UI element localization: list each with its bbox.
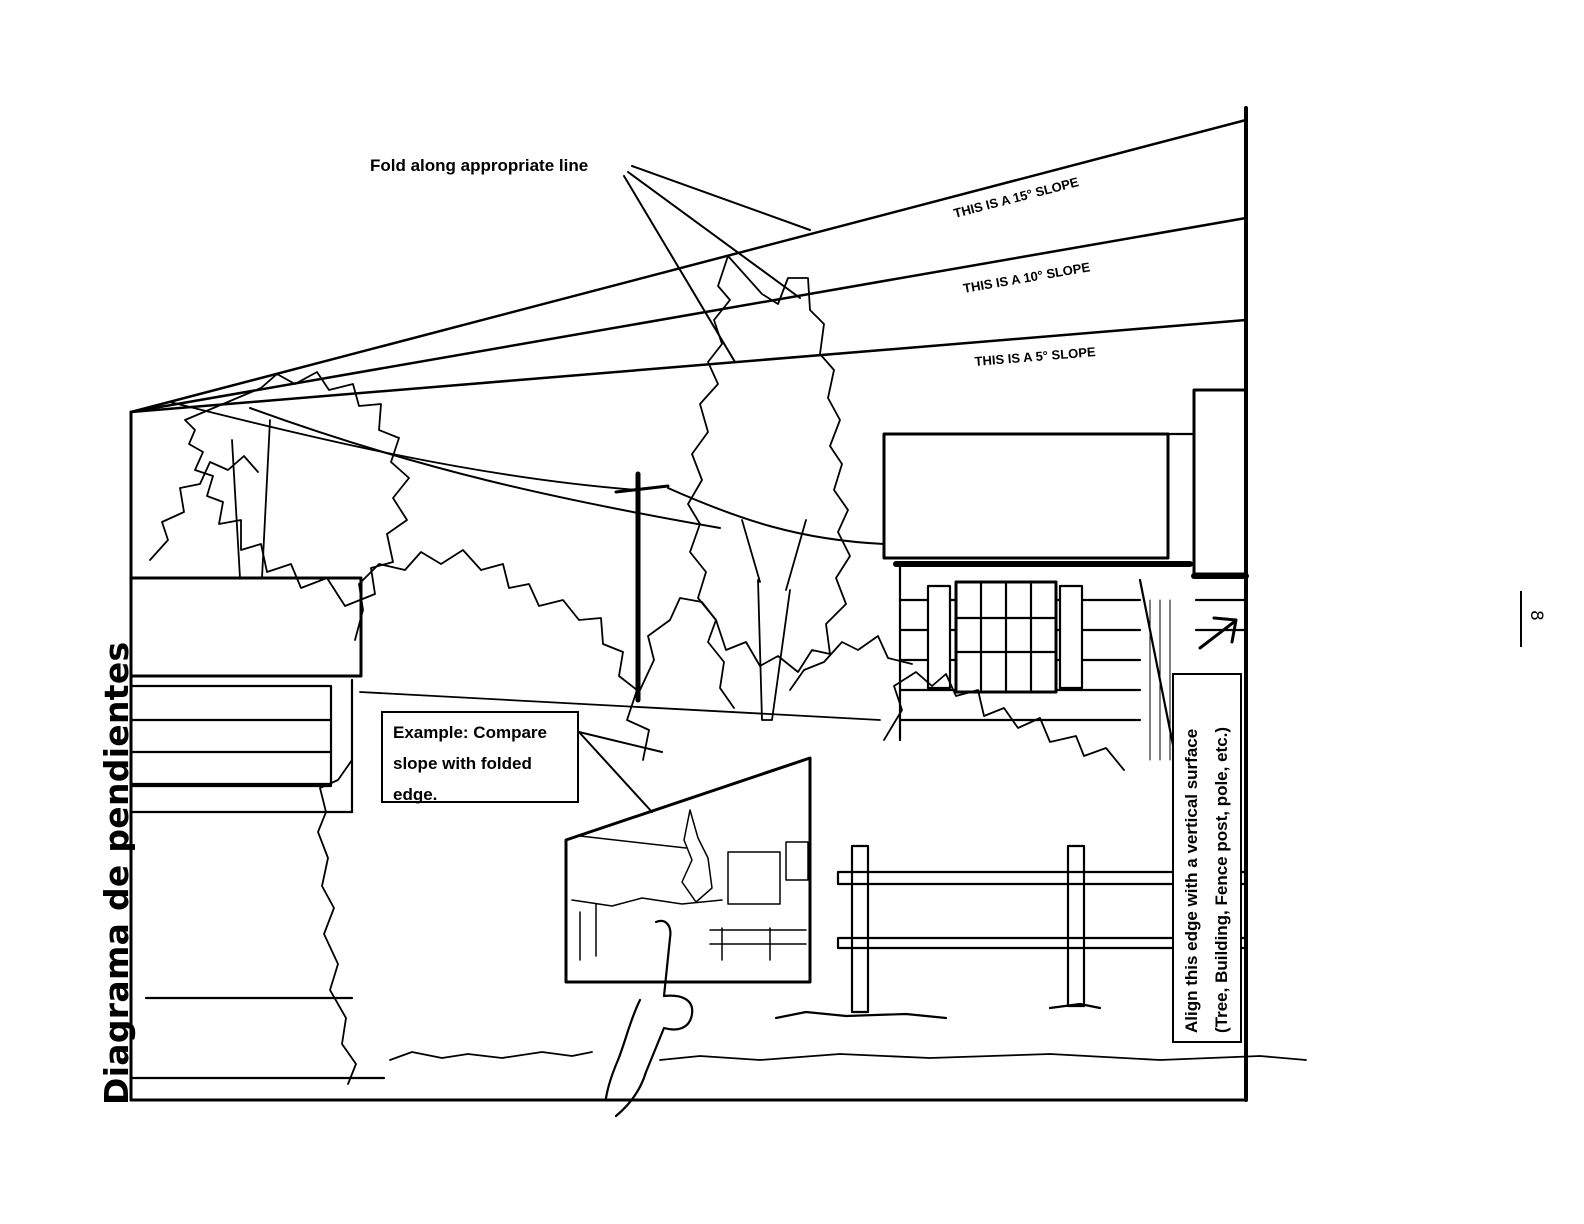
slope-label-5: THIS IS A 5° SLOPE	[974, 344, 1096, 369]
power-pole	[169, 401, 885, 703]
page-title: Diagrama de pendientes	[97, 641, 136, 1105]
page-number-rule	[1520, 591, 1522, 647]
hedge	[317, 759, 1307, 1085]
fold-label: Fold along appropriate line	[370, 156, 588, 175]
fence	[774, 844, 1248, 1020]
foundation-shrubs	[883, 671, 1125, 771]
slope-line-5	[129, 318, 1248, 414]
slope-lines	[129, 118, 1248, 414]
fold-leader-lines	[623, 165, 811, 363]
align-arrow	[1198, 616, 1238, 650]
hand	[604, 919, 694, 1118]
left-trees	[149, 371, 410, 607]
align-callout: Align this edge with a vertical surface …	[1172, 673, 1242, 1043]
align-callout-line2: (Tree, Building, Fence post, pole, etc.)	[1212, 726, 1231, 1033]
house	[882, 388, 1249, 772]
example-callout: Example: Compare slope with folded edge.	[381, 711, 579, 804]
page-number: 8	[1526, 610, 1546, 621]
slope-line-10	[129, 216, 1248, 414]
garage	[129, 576, 386, 1080]
align-callout-line1: Align this edge with a vertical surface	[1182, 728, 1201, 1033]
example-card	[564, 756, 812, 984]
slope-line-15	[129, 118, 1248, 414]
poplar-tree	[687, 255, 851, 721]
example-leader-lines	[578, 731, 663, 813]
